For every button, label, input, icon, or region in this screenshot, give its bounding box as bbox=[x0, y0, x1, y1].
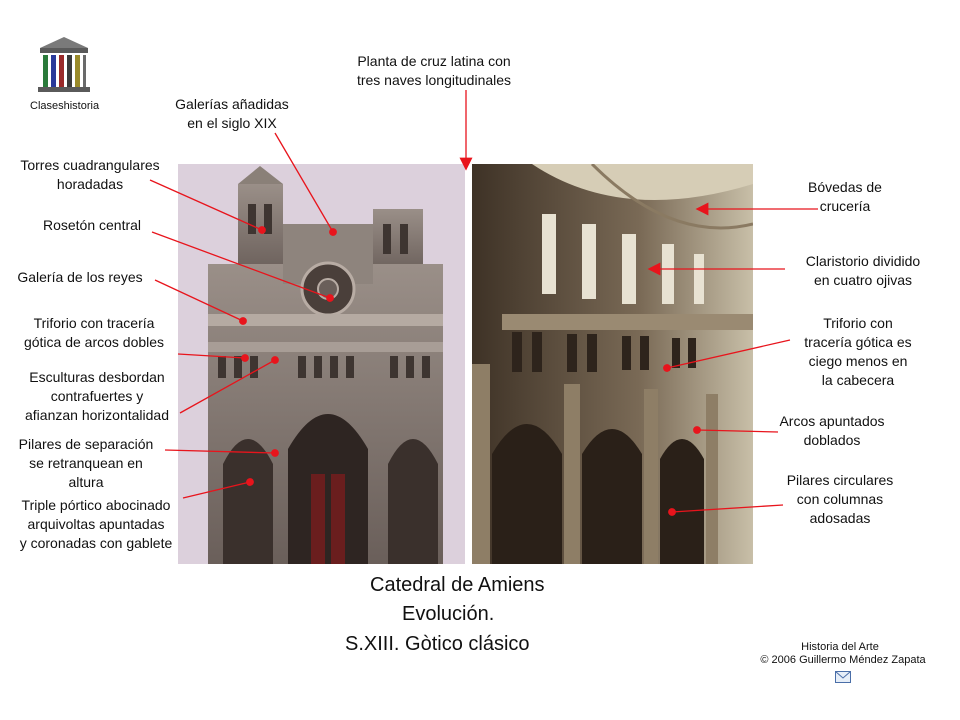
label-reyes: Galería de los reyes bbox=[17, 269, 143, 285]
label-pilares-left: Pilares de separación se retranquean en … bbox=[18, 436, 154, 490]
envelope-icon[interactable] bbox=[835, 671, 851, 683]
logo bbox=[34, 34, 94, 94]
label-arcos: Arcos apuntados doblados bbox=[779, 413, 885, 448]
title-line-1: Catedral de Amiens bbox=[370, 574, 545, 596]
logo-text: Claseshistoria bbox=[30, 100, 100, 112]
facade-photo bbox=[178, 164, 465, 564]
title-line-3: S.XIII. Gòtico clásico bbox=[345, 633, 530, 655]
title-line-2: Evolución. bbox=[402, 603, 495, 625]
label-bovedas: Bóvedas de crucería bbox=[808, 179, 882, 214]
label-claristorio: Claristorio dividido en cuatro ojivas bbox=[805, 253, 921, 288]
label-portico: Triple pórtico abocinado arquivoltas apu… bbox=[19, 497, 173, 551]
label-roseton: Rosetón central bbox=[42, 217, 142, 233]
footer-course: Historia del Arte bbox=[801, 641, 879, 653]
interior-photo bbox=[472, 164, 753, 564]
label-planta: Planta de cruz latina con tres naves lon… bbox=[356, 53, 512, 88]
label-galerias: Galerías añadidas en el siglo XIX bbox=[175, 96, 289, 131]
label-triforio-right: Triforio con tracería gótica es ciego me… bbox=[804, 315, 912, 388]
label-triforio-left: Triforio con tracería gótica de arcos do… bbox=[23, 315, 165, 350]
footer-copyright: © 2006 Guillermo Méndez Zapata bbox=[760, 654, 926, 666]
label-esculturas: Esculturas desbordan contrafuertes y afi… bbox=[25, 369, 169, 423]
label-pilares-right: Pilares circulares con columnas adosadas bbox=[786, 472, 894, 526]
greek-temple-icon bbox=[38, 37, 90, 92]
label-torres: Torres cuadrangulares horadadas bbox=[20, 157, 160, 192]
